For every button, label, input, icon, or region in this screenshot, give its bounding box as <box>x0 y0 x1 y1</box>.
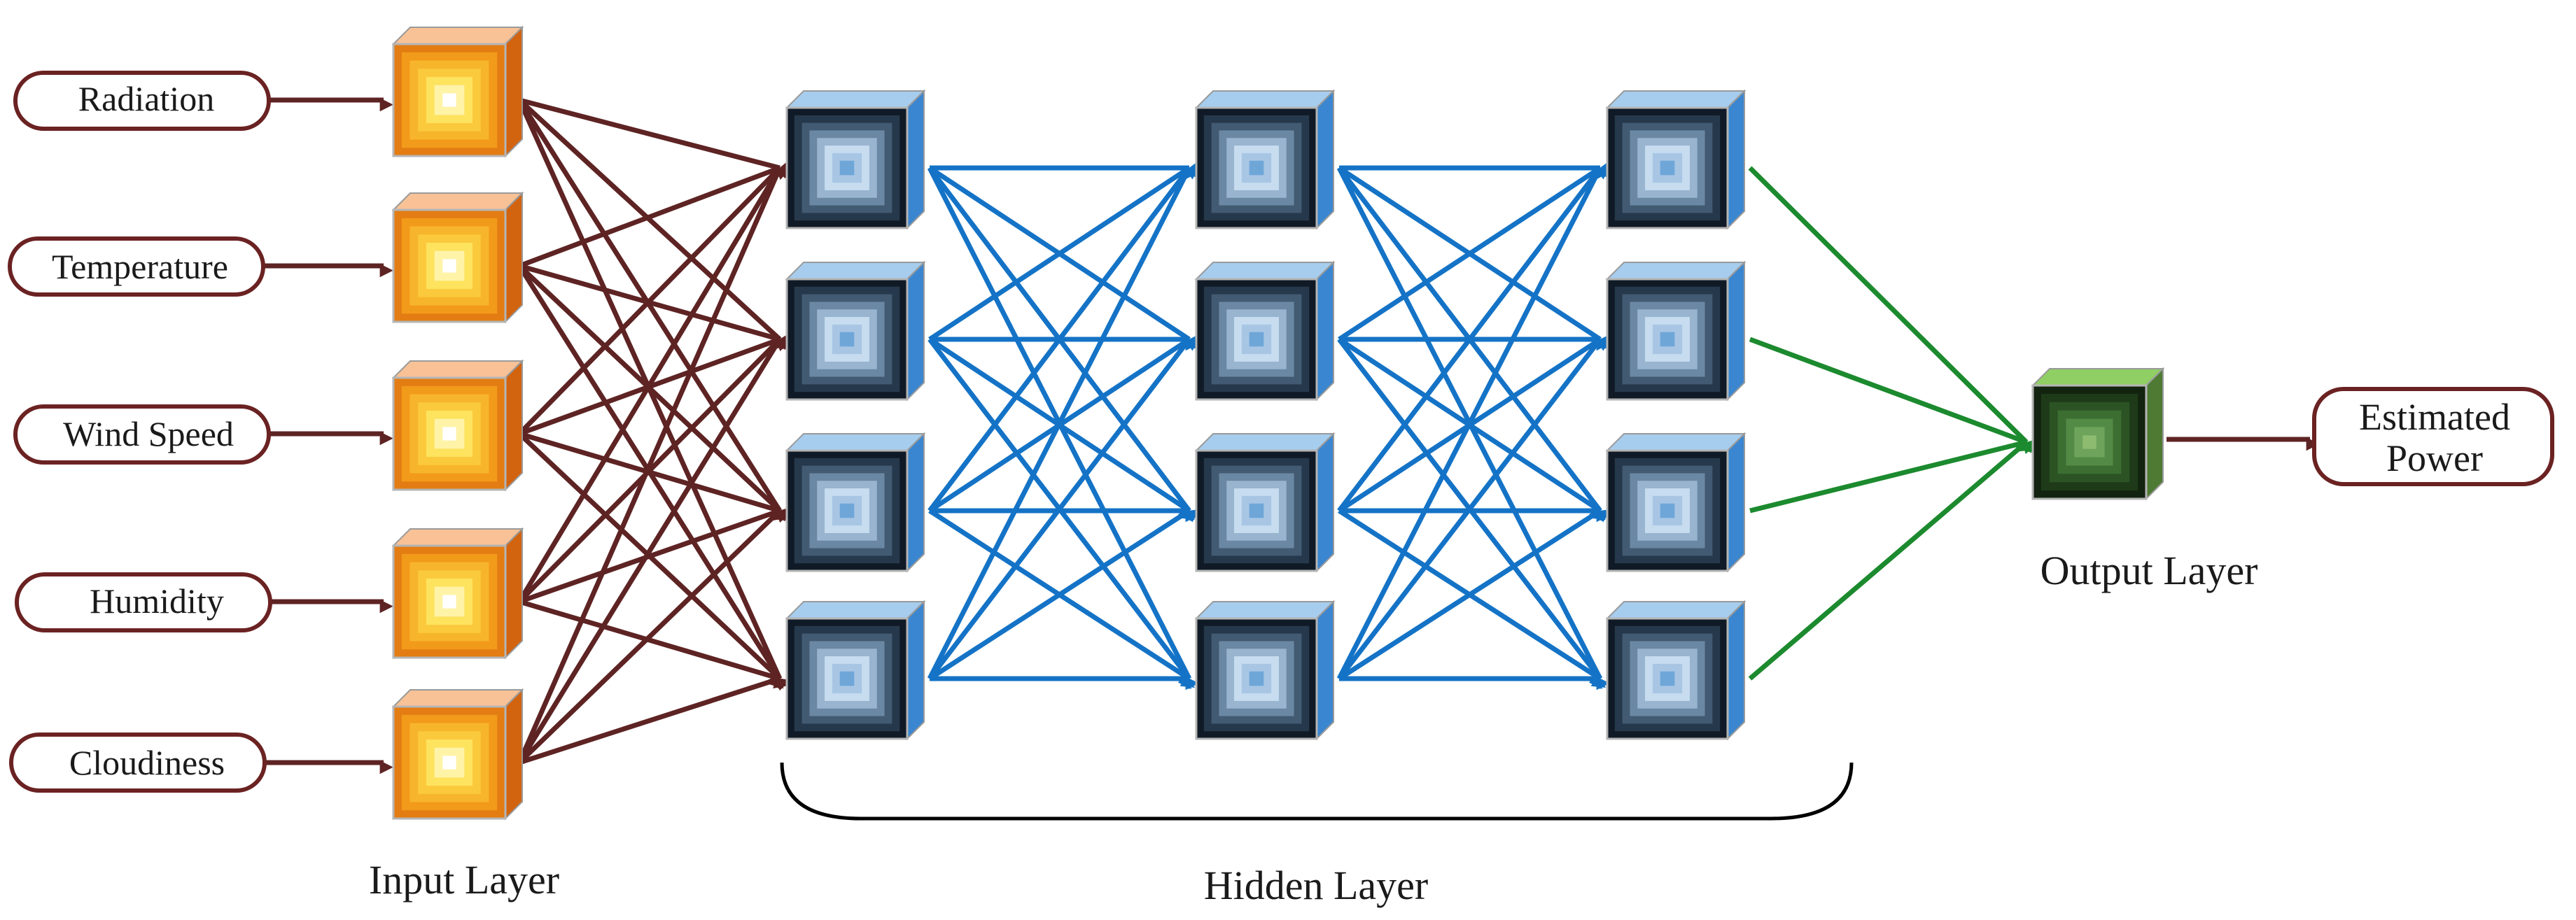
link-h3n4-out <box>1748 439 2037 681</box>
hidden-node-l1-2 <box>785 260 926 402</box>
hidden-node-l3-1 <box>1605 89 1746 230</box>
svg-text:Wind Speed: Wind Speed <box>63 414 234 453</box>
hidden-node-l2-2 <box>1194 260 1336 402</box>
hidden-node-l2-3 <box>1194 432 1336 573</box>
input-node-1 <box>391 25 524 158</box>
input-layer-caption: Input Layer <box>369 857 559 903</box>
feature-label-humidity: Humidity <box>15 572 272 632</box>
svg-text:Cloudiness: Cloudiness <box>69 743 225 782</box>
input-links <box>517 97 791 765</box>
hidden-node-l3-3 <box>1605 432 1746 573</box>
link-h2n3-h3n1 <box>1337 163 1610 513</box>
feature-label-temperature: Temperature <box>8 236 265 297</box>
hidden-node-l2-1 <box>1194 89 1336 230</box>
input-node-5 <box>391 688 524 821</box>
svg-text:Radiation: Radiation <box>78 79 214 118</box>
link-in3-h1 <box>517 164 790 436</box>
svg-text:Temperature: Temperature <box>52 247 228 286</box>
feature-label-wind-speed: Wind Speed <box>13 404 271 465</box>
output-layer-nodes <box>2031 367 2165 501</box>
input-layer-nodes <box>391 25 524 821</box>
link-h2n4-h3n2 <box>1337 334 1610 681</box>
feature-arrows <box>263 97 2320 774</box>
link-h3n1-out <box>1748 166 2031 453</box>
hidden-node-l3-4 <box>1605 600 1746 741</box>
hidden-node-l1-4 <box>785 600 926 741</box>
input-node-2 <box>391 191 524 324</box>
hidden-node-l3-2 <box>1605 260 1746 402</box>
link-in5-h4 <box>518 676 791 765</box>
link-h1n4-h2n3 <box>928 509 1200 681</box>
link-in5-h2 <box>517 333 789 764</box>
link-h2n2-h3n1 <box>1338 166 1611 341</box>
output-layer-caption: Output Layer <box>2040 548 2258 593</box>
link-in5-h3 <box>517 507 790 765</box>
link-h3n2-out <box>1749 337 2034 452</box>
link-in4-h4 <box>519 599 788 689</box>
link-h1n4-h2n2 <box>927 334 1199 681</box>
link-in4-h1 <box>517 162 789 603</box>
output-label-estimated-power: Estimated Power <box>2312 387 2554 486</box>
hidden-layer-nodes <box>785 89 1746 741</box>
hidden-layer-brace <box>780 762 1854 821</box>
link-in1-h3 <box>517 99 782 522</box>
link-in1-h1 <box>519 97 788 178</box>
link-in5-h1 <box>517 161 789 764</box>
link-in2-h1 <box>518 165 791 269</box>
svg-text:Humidity: Humidity <box>90 581 224 621</box>
input-node-3 <box>391 359 524 492</box>
link-h2n4-h3n1 <box>1336 161 1609 680</box>
hidden-node-l2-4 <box>1194 600 1336 741</box>
output-links <box>1748 166 2037 681</box>
input-node-4 <box>391 527 524 660</box>
hidden-node-l1-3 <box>785 432 926 573</box>
svg-text:Estimated: Estimated <box>2359 396 2510 438</box>
feature-label-cloudiness: Cloudiness <box>9 733 267 793</box>
link-h2n4-h3n3 <box>1338 509 1611 681</box>
hidden-layer-caption: Hidden Layer <box>1204 863 1428 908</box>
link-h3n3-out <box>1749 439 2037 514</box>
svg-text:Power: Power <box>2386 437 2483 479</box>
link-in1-h2 <box>517 98 784 350</box>
hidden-links <box>927 161 1611 691</box>
output-node <box>2031 367 2165 501</box>
link-in4-h3 <box>518 508 791 604</box>
link-h1n3-h2n1 <box>927 162 1199 513</box>
link-h1n4-h2n1 <box>927 161 1198 680</box>
feature-label-radiation: Radiation <box>13 71 271 131</box>
hidden-node-l1-1 <box>785 89 926 230</box>
link-h1n2-h2n1 <box>928 166 1200 341</box>
